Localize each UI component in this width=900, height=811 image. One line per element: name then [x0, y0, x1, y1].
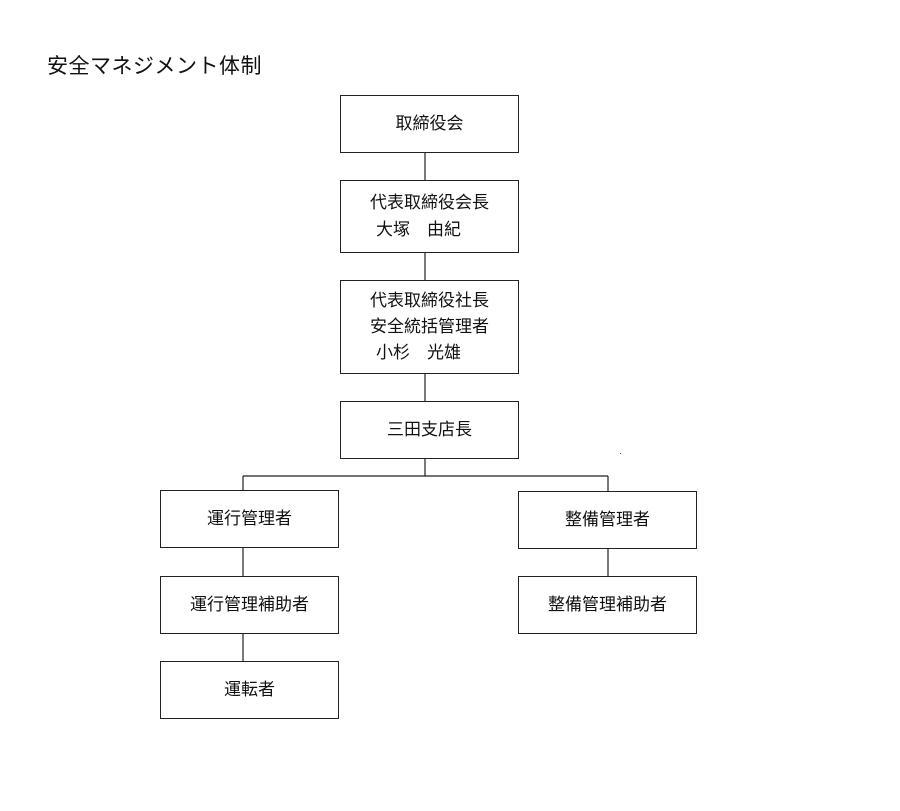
node-operations-assistant: 運行管理補助者 — [160, 576, 339, 634]
node-driver-label: 運転者 — [224, 680, 275, 700]
node-maintenance-manager: 整備管理者 — [518, 491, 697, 549]
node-branch-manager: 三田支店長 — [340, 401, 519, 459]
node-chairman-name: 大塚 由紀 — [376, 219, 461, 240]
node-president: 代表取締役社長 安全統括管理者 小杉 光雄 — [340, 280, 519, 374]
stray-dot — [620, 453, 621, 454]
node-operations-manager: 運行管理者 — [160, 490, 339, 548]
node-chairman-title: 代表取締役会長 — [370, 192, 489, 213]
node-president-role: 安全統括管理者 — [370, 317, 489, 337]
node-president-name: 小杉 光雄 — [376, 343, 461, 363]
node-maintenance-assistant-label: 整備管理補助者 — [548, 595, 667, 615]
node-board-label: 取締役会 — [395, 114, 464, 134]
node-maintenance-assistant: 整備管理補助者 — [518, 576, 697, 634]
node-maintenance-manager-label: 整備管理者 — [565, 510, 650, 530]
node-driver: 運転者 — [160, 661, 339, 719]
node-operations-assistant-label: 運行管理補助者 — [190, 595, 309, 615]
page-title: 安全マネジメント体制 — [47, 54, 262, 78]
node-president-title: 代表取締役社長 — [370, 291, 489, 311]
node-operations-manager-label: 運行管理者 — [207, 509, 292, 529]
node-board: 取締役会 — [340, 95, 519, 153]
node-branch-manager-label: 三田支店長 — [387, 420, 472, 440]
node-chairman: 代表取締役会長 大塚 由紀 — [340, 180, 519, 253]
